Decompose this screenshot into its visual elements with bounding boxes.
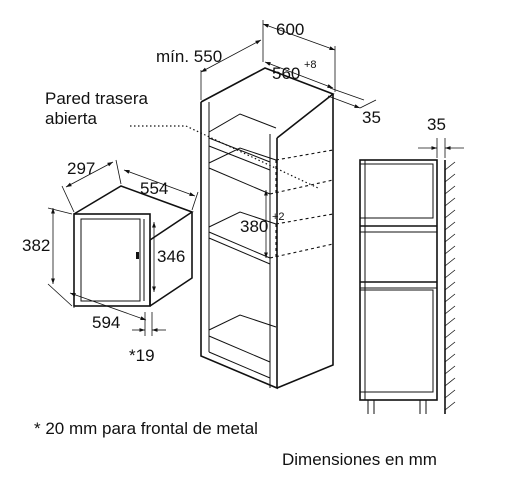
label-380-tolerance: +2 [272, 211, 285, 223]
dim-oven-19 [132, 312, 166, 336]
dim-oven-297 [61, 159, 122, 213]
wall-hatch [444, 161, 456, 411]
dim-width-600 [262, 20, 336, 92]
label-380: 380 [240, 217, 268, 236]
label-560: 560 [272, 64, 300, 83]
dim-gap-35-side [418, 138, 464, 158]
label-19: *19 [129, 346, 155, 365]
dim-min-550 [200, 39, 262, 100]
label-594: 594 [92, 313, 120, 332]
label-35-side: 35 [427, 115, 446, 134]
label-600: 600 [276, 20, 304, 39]
label-346: 346 [157, 247, 185, 266]
dim-oven-554 [123, 169, 199, 211]
label-297: 297 [67, 159, 95, 178]
rear-openings [269, 149, 334, 259]
dim-oven-382 [47, 207, 73, 307]
footnote: * 20 mm para frontal de metal [34, 419, 258, 438]
label-rear-wall-2: abierta [45, 109, 98, 128]
dim-depth-560 [264, 61, 334, 89]
units-note: Dimensiones en mm [282, 450, 437, 469]
label-35-top: 35 [362, 108, 381, 127]
dim-oven-594 [69, 292, 147, 321]
dim-gap-35-top [327, 87, 377, 109]
side-section [359, 159, 456, 414]
rear-wall-leader [130, 125, 319, 189]
label-554: 554 [140, 179, 168, 198]
label-560-tolerance: +8 [304, 59, 317, 71]
label-min-550: mín. 550 [156, 47, 222, 66]
label-382: 382 [22, 236, 50, 255]
tall-cabinet [200, 67, 335, 390]
oven [73, 185, 194, 307]
label-rear-wall-1: Pared trasera [45, 89, 149, 108]
